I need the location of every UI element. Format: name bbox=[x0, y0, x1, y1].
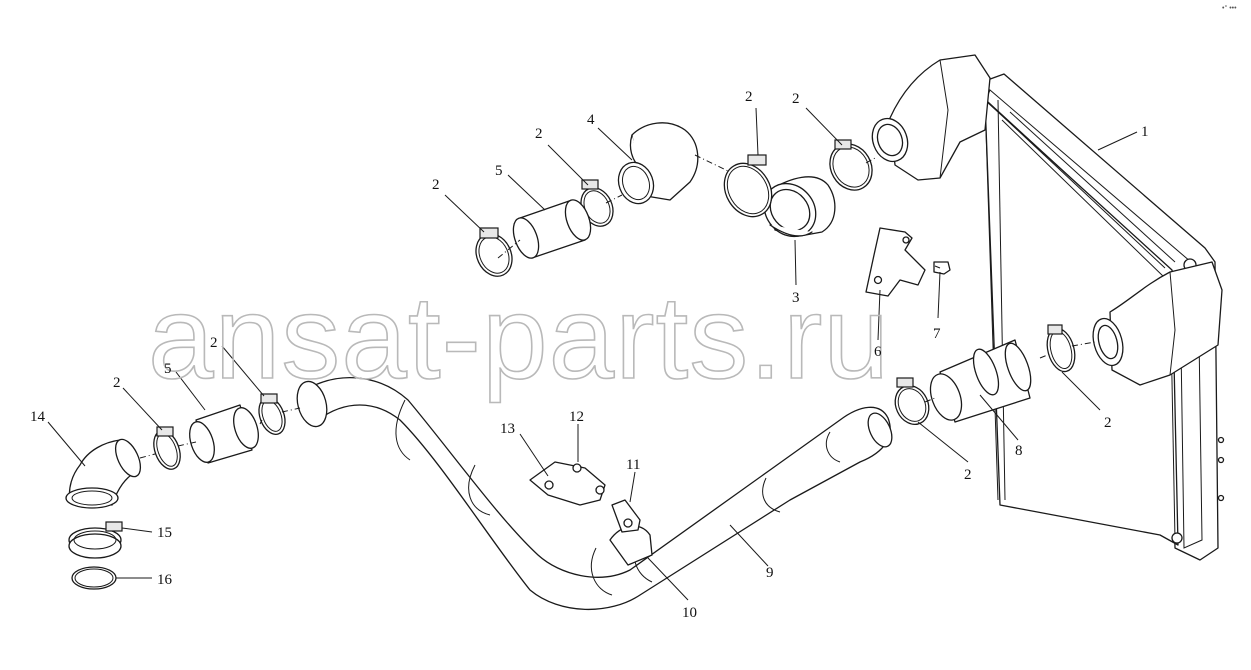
long-pipe-9 bbox=[296, 377, 893, 611]
callout-4: 4 bbox=[587, 112, 595, 128]
callout-2: 2 bbox=[745, 89, 753, 105]
elbow-14 bbox=[65, 438, 142, 509]
sleeve-8 bbox=[929, 339, 1032, 423]
callout-7: 7 bbox=[933, 326, 941, 342]
watermark: ansat-parts.ru bbox=[148, 272, 890, 404]
callout-3: 3 bbox=[792, 290, 800, 306]
callout-5: 5 bbox=[164, 361, 172, 377]
o-ring-16 bbox=[71, 566, 117, 590]
leader-lines bbox=[47, 107, 1138, 601]
callout-2: 2 bbox=[535, 126, 543, 142]
callout-2: 2 bbox=[792, 91, 800, 107]
bolt-11 bbox=[623, 518, 633, 528]
callout-5: 5 bbox=[495, 163, 503, 179]
callout-13: 13 bbox=[500, 421, 515, 437]
callout-12: 12 bbox=[569, 409, 584, 425]
clamp-2-intercooler-inlet bbox=[1046, 324, 1076, 373]
callouts: 1 2 2 2 2 2 2 2 2 3 4 5 5 6 7 8 9 10 11 … bbox=[30, 89, 1149, 621]
clamp-2-at-tank bbox=[829, 139, 873, 191]
callout-16: 16 bbox=[157, 572, 173, 588]
clamp-2-left-b bbox=[258, 393, 286, 435]
callout-2: 2 bbox=[1104, 415, 1112, 431]
bracket-13 bbox=[529, 461, 606, 506]
sleeve-5-lower bbox=[189, 404, 259, 464]
callout-10: 10 bbox=[682, 605, 697, 621]
clamp-2-left-a bbox=[153, 426, 181, 470]
pipe-clamp-10 bbox=[609, 499, 653, 566]
callout-14: 14 bbox=[30, 409, 46, 425]
clamp-2-above-elbow bbox=[723, 154, 773, 218]
bolt-12 bbox=[572, 463, 582, 473]
callout-8: 8 bbox=[1015, 443, 1023, 459]
callout-2: 2 bbox=[432, 177, 440, 193]
clamp-2-pipe-end bbox=[894, 377, 930, 425]
bolt-7 bbox=[933, 261, 951, 275]
callout-2: 2 bbox=[113, 375, 121, 391]
callout-1: 1 bbox=[1141, 124, 1149, 140]
clamp-15 bbox=[68, 521, 123, 559]
callout-6: 6 bbox=[874, 344, 882, 360]
corner-mark: •° ••• bbox=[1222, 4, 1237, 12]
bracket-6 bbox=[865, 227, 926, 297]
assembly-axes bbox=[139, 154, 1096, 459]
callout-2: 2 bbox=[964, 467, 972, 483]
intercooler-radiator bbox=[871, 54, 1225, 561]
callout-9: 9 bbox=[766, 565, 774, 581]
callout-2: 2 bbox=[210, 335, 218, 351]
callout-15: 15 bbox=[157, 525, 172, 541]
clamp-2-upper-left bbox=[475, 227, 513, 277]
elbow-hose-3 bbox=[763, 176, 836, 238]
elbow-hose-4 bbox=[617, 122, 699, 205]
sleeve-5-upper bbox=[512, 199, 592, 259]
callout-11: 11 bbox=[626, 457, 640, 473]
